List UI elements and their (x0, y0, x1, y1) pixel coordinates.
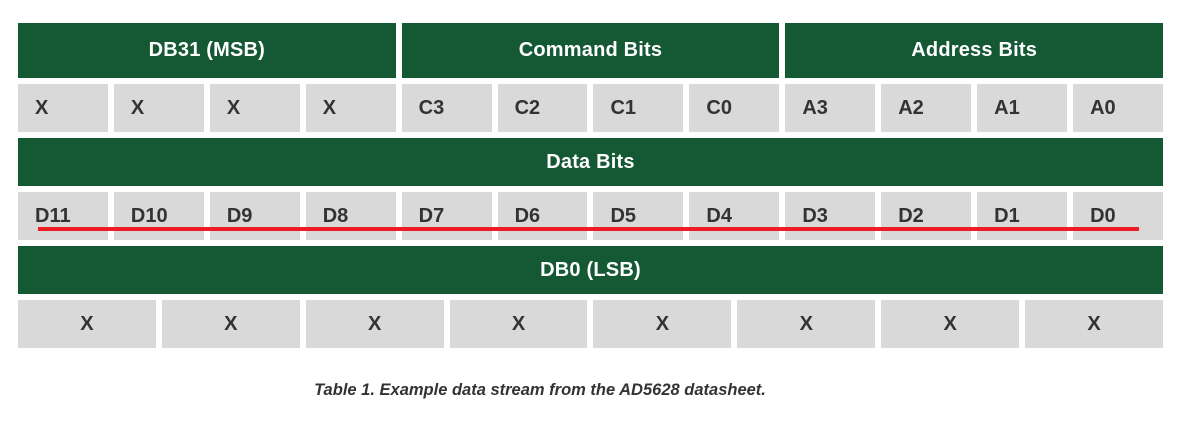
bit-cell-x4: X (305, 84, 396, 132)
bit-cell-d10: D10 (113, 192, 204, 240)
lsb-cell-x3: X (305, 300, 444, 348)
bit-cell-x2: X (113, 84, 204, 132)
bit-cell-d0: D0 (1073, 192, 1163, 240)
bit-cell-a3: A3 (785, 84, 876, 132)
lsb-cell-x7: X (881, 300, 1020, 348)
bit-cell-d2: D2 (881, 192, 972, 240)
bit-cell-c1: C1 (593, 84, 684, 132)
merged-header-data-bits: Data Bits (18, 138, 1163, 186)
bit-cell-d6: D6 (497, 192, 588, 240)
red-underline-annotation (38, 227, 1139, 231)
lsb-cell-x4: X (449, 300, 588, 348)
lsb-cell-x2: X (161, 300, 300, 348)
table-caption: Table 1. Example data stream from the AD… (314, 381, 766, 399)
bit-cell-a2: A2 (881, 84, 972, 132)
merged-header-db0-lsb: DB0 (LSB) (18, 246, 1163, 294)
lsb-cell-x6: X (737, 300, 876, 348)
group-header-command-bits: Command Bits (401, 23, 780, 78)
bit-cell-d4: D4 (689, 192, 780, 240)
bit-cell-x3: X (209, 84, 300, 132)
bit-cell-d9: D9 (209, 192, 300, 240)
bit-cell-a1: A1 (977, 84, 1068, 132)
bit-cell-d7: D7 (401, 192, 492, 240)
bit-cell-c2: C2 (497, 84, 588, 132)
bit-cell-a0: A0 (1073, 84, 1163, 132)
bit-cell-d1: D1 (977, 192, 1068, 240)
group-header-db31-msb: DB31 (MSB) (18, 23, 396, 78)
lsb-cell-x5: X (593, 300, 732, 348)
group-header-address-bits: Address Bits (785, 23, 1163, 78)
bit-cell-d5: D5 (593, 192, 684, 240)
bit-cell-d11: D11 (18, 192, 108, 240)
bit-cell-c0: C0 (689, 84, 780, 132)
bit-cell-x1: X (18, 84, 108, 132)
bit-cell-c3: C3 (401, 84, 492, 132)
bit-cell-d8: D8 (305, 192, 396, 240)
data-stream-table: DB31 (MSB) Command Bits Address Bits X X… (18, 23, 1163, 348)
lsb-cell-x8: X (1025, 300, 1163, 348)
lsb-cell-x1: X (18, 300, 156, 348)
bit-cell-d3: D3 (785, 192, 876, 240)
